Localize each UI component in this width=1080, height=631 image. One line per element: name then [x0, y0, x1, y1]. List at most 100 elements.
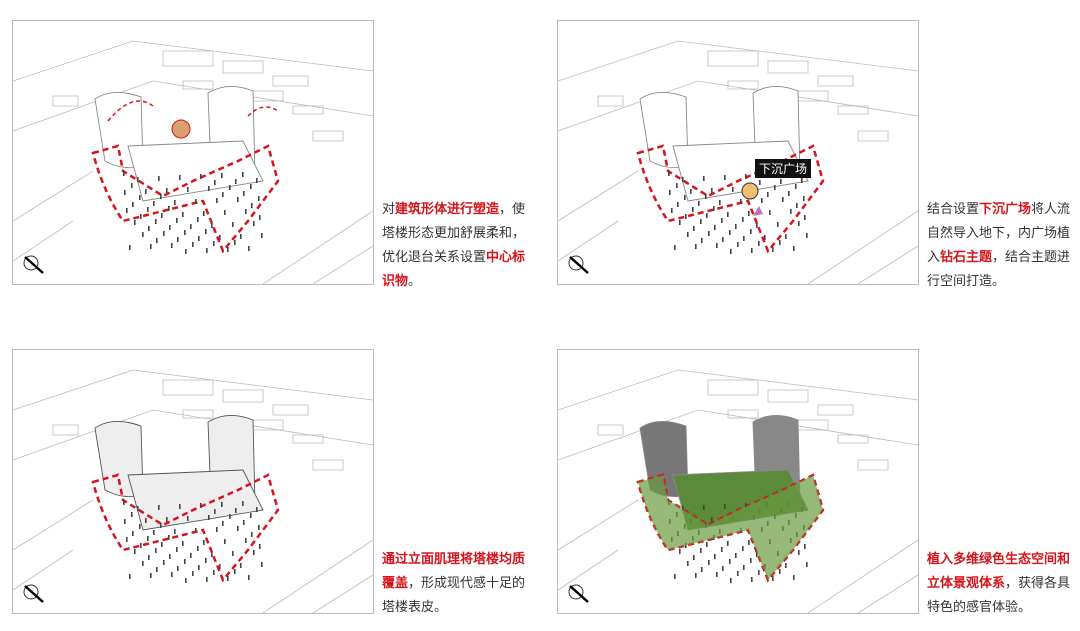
- person-mark: [179, 175, 181, 180]
- person-mark: [184, 230, 186, 235]
- person-mark: [803, 196, 805, 201]
- person-mark: [171, 572, 173, 577]
- compass-icon: [568, 584, 589, 603]
- person-mark: [714, 554, 716, 559]
- person-mark: [756, 223, 758, 228]
- person-mark: [248, 575, 250, 580]
- person-mark: [259, 215, 261, 220]
- person-mark: [701, 567, 703, 572]
- person-mark: [743, 236, 745, 241]
- person-mark: [798, 221, 800, 226]
- person-mark: [777, 222, 779, 227]
- person-mark: [176, 218, 178, 223]
- person-mark: [145, 518, 147, 523]
- person-mark: [213, 570, 215, 575]
- person-mark: [671, 208, 673, 213]
- person-mark: [668, 171, 670, 176]
- person-mark: [190, 224, 192, 229]
- person-mark: [804, 544, 806, 549]
- person-mark: [195, 528, 197, 533]
- person-mark: [123, 171, 125, 176]
- person-mark: [219, 235, 221, 240]
- person-mark: [735, 224, 737, 229]
- person-mark: [779, 240, 781, 245]
- person-mark: [131, 183, 133, 188]
- panel-green-space: [557, 349, 919, 614]
- person-mark: [256, 507, 258, 512]
- person-mark: [721, 218, 723, 223]
- person-mark: [251, 532, 253, 537]
- person-mark: [722, 237, 724, 242]
- person-mark: [730, 249, 732, 254]
- person-mark: [150, 244, 152, 249]
- person-mark: [200, 503, 202, 508]
- person-mark: [224, 210, 226, 215]
- person-mark: [208, 186, 210, 191]
- person-mark: [148, 555, 150, 560]
- person-mark: [176, 547, 178, 552]
- caption-4: 植入多维绿色生态空间和立体景观体系，获得各具特色的感官体验。: [927, 552, 1071, 615]
- person-mark: [132, 531, 134, 536]
- person-mark: [243, 520, 245, 525]
- person-mark: [804, 215, 806, 220]
- person-mark: [750, 558, 752, 563]
- person-mark: [182, 541, 184, 546]
- massing-sketch: [13, 40, 373, 284]
- person-mark: [124, 190, 126, 195]
- person-mark: [137, 506, 139, 511]
- person-mark: [764, 235, 766, 240]
- person-mark: [179, 504, 181, 509]
- person-mark: [192, 242, 194, 247]
- caption-2: 结合设置下沉广场将人流自然导入地下，内广场植入钻石主题，结合主题进行空间打造。: [927, 202, 1071, 289]
- person-mark: [682, 177, 684, 182]
- person-mark: [706, 542, 708, 547]
- person-mark: [245, 209, 247, 214]
- person-mark: [229, 514, 231, 519]
- person-mark: [237, 526, 239, 531]
- person-mark: [187, 187, 189, 192]
- person-mark: [674, 245, 676, 250]
- person-mark: [250, 184, 252, 189]
- person-mark: [761, 198, 763, 203]
- person-mark: [750, 229, 752, 234]
- person-mark: [748, 540, 750, 545]
- person-mark: [139, 195, 141, 200]
- person-mark: [751, 248, 753, 253]
- person-mark: [806, 562, 808, 567]
- panel-facade: [12, 349, 374, 614]
- person-mark: [256, 178, 258, 183]
- person-mark: [724, 504, 726, 509]
- person-mark: [742, 546, 744, 551]
- person-mark: [679, 549, 681, 554]
- person-mark: [261, 562, 263, 567]
- person-mark: [206, 577, 208, 582]
- person-mark: [190, 553, 192, 558]
- person-mark: [222, 192, 224, 197]
- person-mark: [793, 575, 795, 580]
- person-mark: [253, 550, 255, 555]
- person-mark: [785, 234, 787, 239]
- person-mark: [806, 233, 808, 238]
- person-mark: [203, 211, 205, 216]
- person-mark: [229, 185, 231, 190]
- person-mark: [185, 249, 187, 254]
- person-mark: [758, 241, 760, 246]
- compass-icon: [568, 255, 589, 274]
- person-mark: [153, 530, 155, 535]
- person-mark: [213, 241, 215, 246]
- person-mark: [716, 572, 718, 577]
- person-mark: [168, 535, 170, 540]
- person-mark: [695, 244, 697, 249]
- person-mark: [216, 198, 218, 203]
- person-mark: [221, 173, 223, 178]
- person-mark: [690, 189, 692, 194]
- person-mark: [214, 509, 216, 514]
- person-mark: [796, 203, 798, 208]
- person-mark: [227, 247, 229, 252]
- person-mark: [679, 220, 681, 225]
- person-mark: [131, 512, 133, 517]
- person-mark: [722, 566, 724, 571]
- person-mark: [261, 233, 263, 238]
- person-mark: [156, 238, 158, 243]
- person-mark: [693, 226, 695, 231]
